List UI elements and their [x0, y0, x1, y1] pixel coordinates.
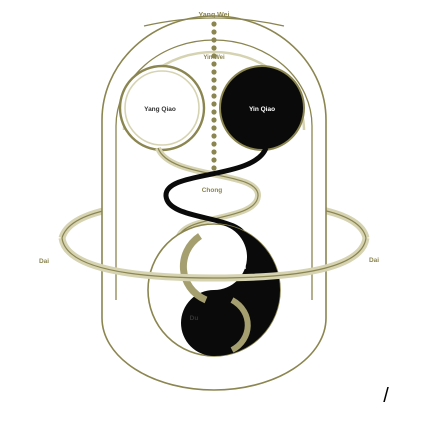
label-ren: Ren [234, 264, 246, 271]
yin-qiao-circle [219, 65, 305, 151]
dai-belt-front [58, 237, 370, 282]
label-yang-wei: Yang Wei [199, 12, 230, 19]
slash-mark: / [383, 385, 389, 407]
label-du: Du [190, 315, 199, 322]
yang-wei-top-arc [143, 17, 285, 27]
label-dai-left: Dai [39, 258, 49, 265]
ren-du-yin-yang [147, 223, 281, 357]
label-yin-qiao: Yin Qiao [249, 106, 275, 113]
chong-central-chain [211, 21, 217, 171]
label-yin-wei: Yin Wei [203, 55, 225, 61]
label-yang-qiao: Yang Qiao [144, 106, 176, 113]
label-dai-right: Dai [369, 257, 379, 264]
twisted-strands [155, 146, 269, 241]
label-chong: Chong [202, 187, 223, 194]
